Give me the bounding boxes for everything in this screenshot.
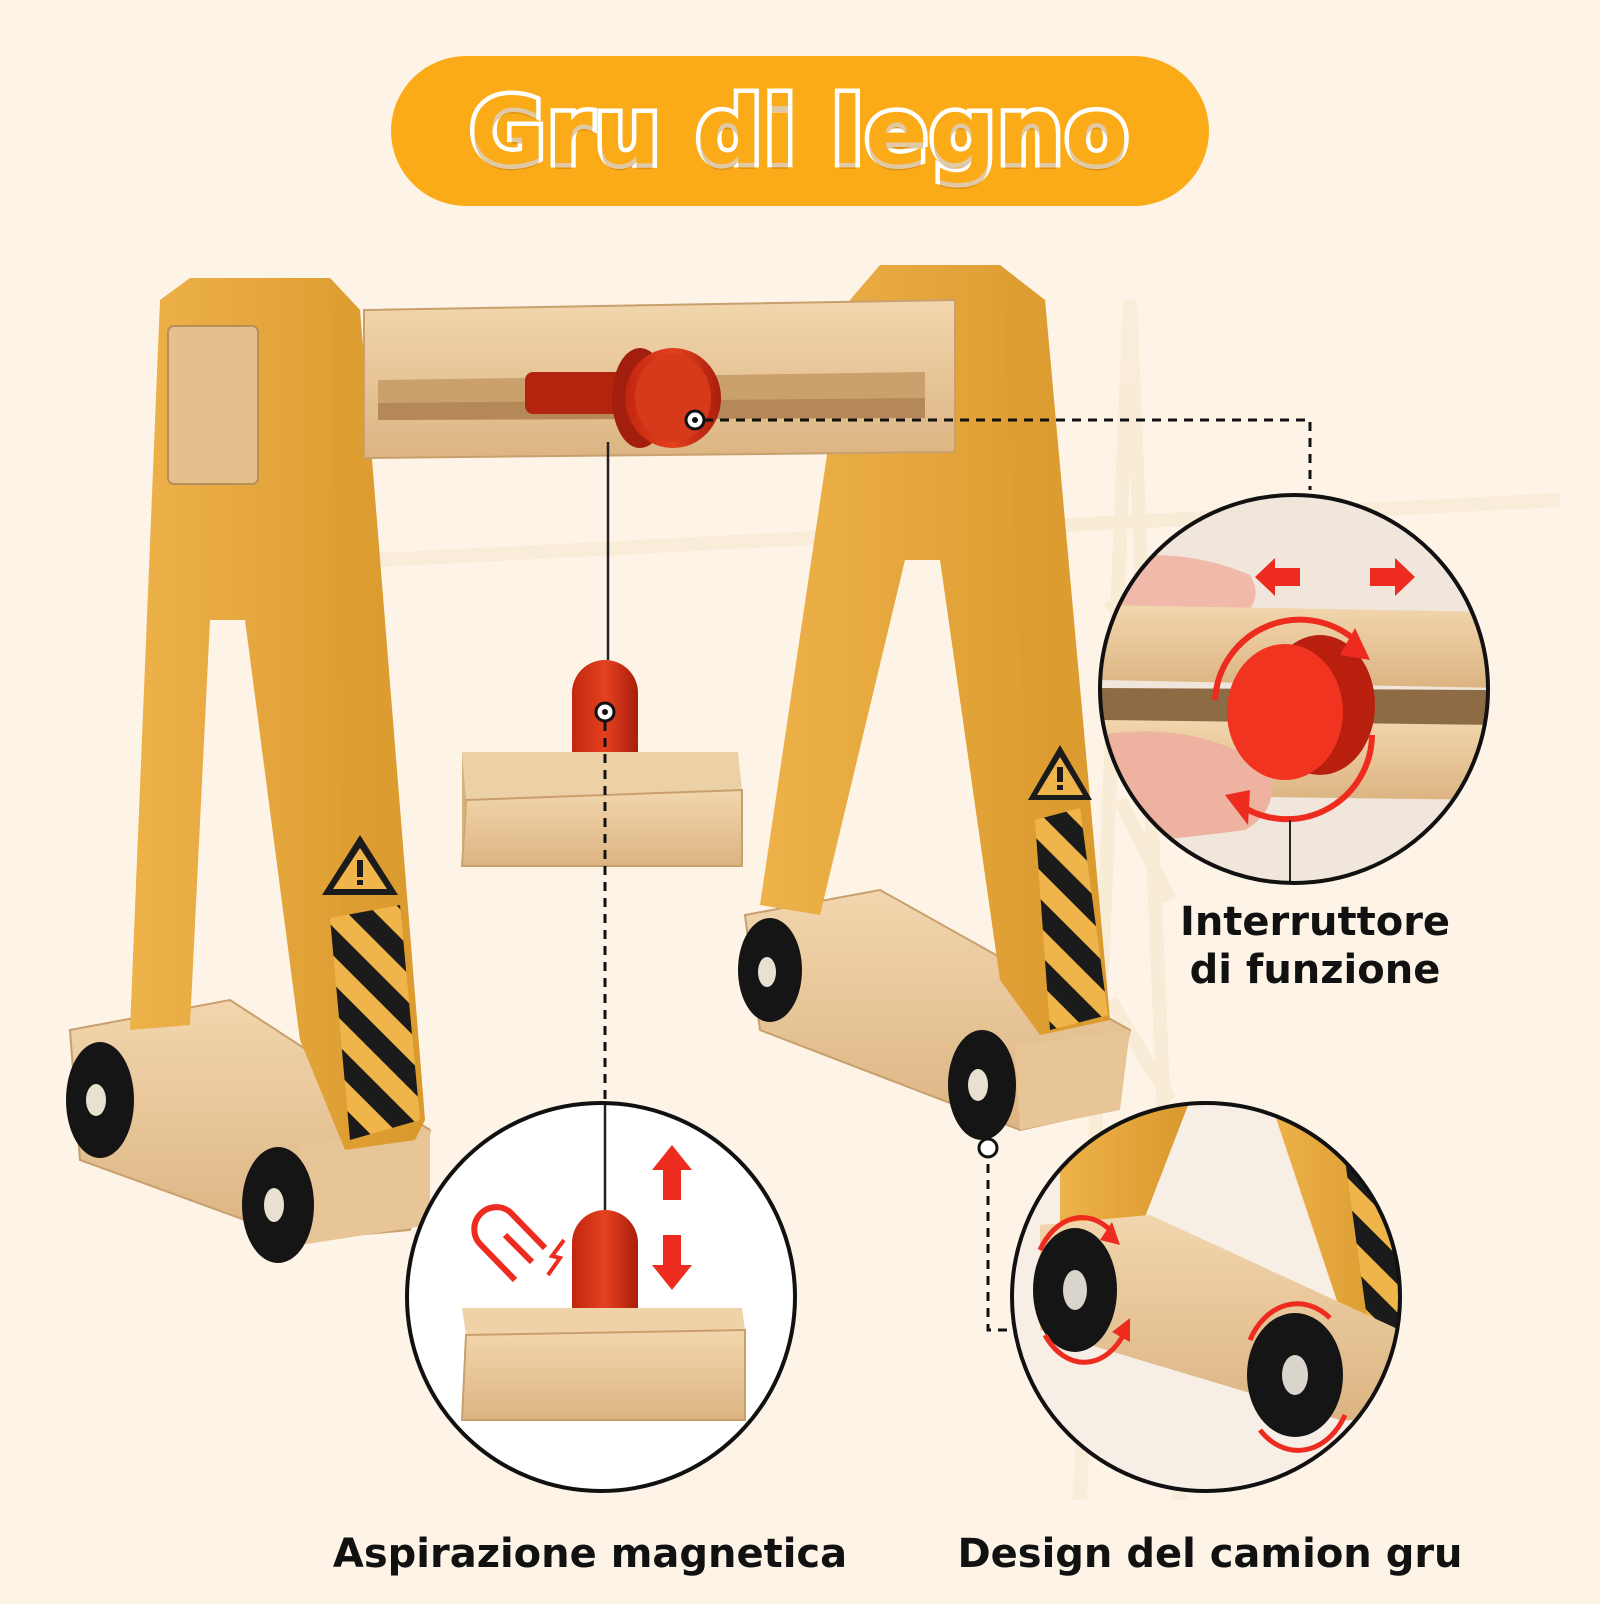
magnet-caption: Aspirazione magnetica: [332, 1531, 848, 1577]
magnet-icon: [471, 1204, 566, 1283]
wheel: [66, 1042, 134, 1158]
wheel: [738, 918, 802, 1022]
right-tower: [738, 265, 1132, 1140]
trolley-knob: [525, 348, 721, 448]
rotation-arrows-icon: [1037, 1215, 1348, 1453]
warning-triangle-icon: [1028, 745, 1092, 800]
hook-magnet: [572, 442, 638, 770]
warning-triangle-icon: [322, 835, 398, 895]
wheel: [948, 1030, 1016, 1140]
truck-caption: Design del camion gru: [957, 1531, 1463, 1577]
page-title: Gru di legno: [465, 73, 1132, 189]
switch-caption: Interruttore di funzione: [1150, 898, 1480, 994]
title-banner: Gru di legno: [391, 56, 1209, 206]
vertical-arrows-icon: [652, 1145, 692, 1290]
left-tower: [66, 278, 432, 1263]
switch-caption-line1: Interruttore: [1179, 899, 1451, 945]
rotation-arrows-icon: [1212, 616, 1375, 823]
magnet-detail-circle: [405, 1101, 797, 1493]
wooden-block: [460, 752, 743, 867]
callout-lines: [603, 418, 1312, 1332]
wheel: [1247, 1313, 1343, 1437]
wheel: [242, 1147, 314, 1263]
wheel: [1033, 1228, 1117, 1352]
truck-detail-circle: [1010, 1101, 1402, 1493]
horizontal-arrows-icon: [1255, 558, 1415, 596]
callout-dot: [977, 1137, 999, 1159]
switch-detail-circle: [1098, 493, 1490, 885]
switch-caption-line2: di funzione: [1189, 947, 1441, 993]
